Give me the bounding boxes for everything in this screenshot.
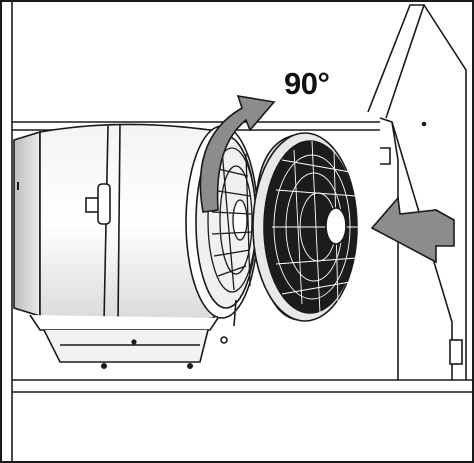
rotation-arrow bbox=[199, 94, 276, 213]
grease-filter bbox=[252, 132, 358, 322]
insertion-arrow bbox=[370, 196, 455, 264]
blower-motor-assembly bbox=[13, 123, 259, 369]
rotation-angle-label: 90° bbox=[284, 66, 330, 101]
hood-housing bbox=[11, 1, 474, 462]
